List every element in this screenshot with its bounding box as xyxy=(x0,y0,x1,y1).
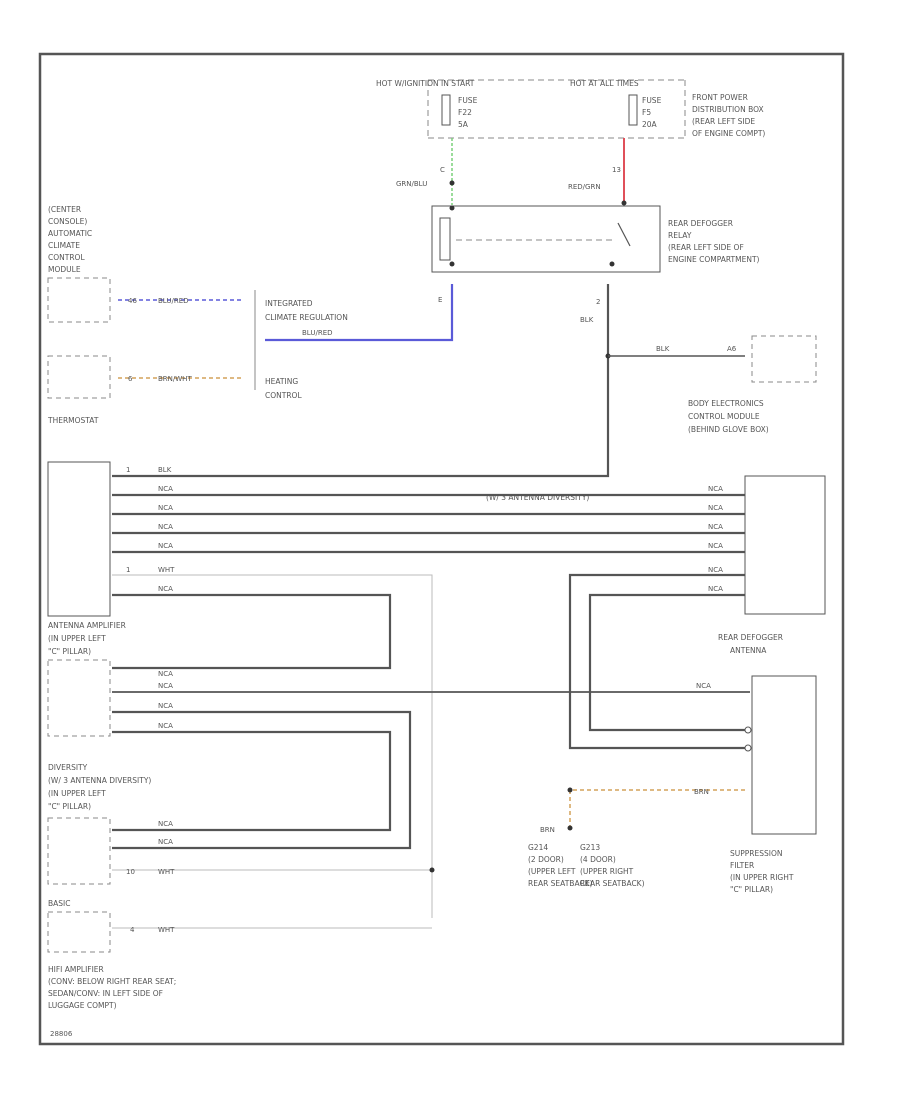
wire-brn-wht-label: BRN/WHT xyxy=(158,375,192,383)
svg-text:NCA: NCA xyxy=(708,566,723,574)
svg-text:NCA: NCA xyxy=(158,485,173,493)
wire-blk-bem-label: BLK xyxy=(656,345,670,353)
antenna-amp-label: ANTENNA AMPLIFIER (IN UPPER LEFT "C" PIL… xyxy=(48,621,128,656)
heating-label: HEATING CONTROL xyxy=(265,377,302,400)
pin-13: 13 xyxy=(612,166,621,174)
wire-wht-label-top: WHT xyxy=(158,566,175,574)
rear-defogger-relay: REAR DEFOGGER RELAY (REAR LEFT SIDE OF E… xyxy=(431,205,760,273)
pin-1-wht: 1 xyxy=(126,566,130,574)
power-distribution: HOT W/IGNITION IN START HOT AT ALL TIMES… xyxy=(376,79,766,139)
thermostat-label: THERMOSTAT xyxy=(47,416,99,425)
power-box-label: FRONT POWER DISTRIBUTION BOX (REAR LEFT … xyxy=(692,93,766,138)
pin-c-left: C xyxy=(440,166,445,174)
basic-box xyxy=(47,911,111,953)
wire-blu-red-relay xyxy=(265,284,454,342)
wire-nca-loop-1 xyxy=(112,593,392,670)
hot-label-left: HOT W/IGNITION IN START xyxy=(376,79,475,88)
wire-nca-loop-3 xyxy=(112,730,392,832)
diversity-label: DIVERSITY (W/ 3 ANTENNA DIVERSITY) (IN U… xyxy=(48,763,154,811)
svg-text:NCA: NCA xyxy=(708,523,723,531)
pin-46: 46 xyxy=(128,297,137,305)
pin-10: 10 xyxy=(126,868,135,876)
diversity-module: DIVERSITY (W/ 3 ANTENNA DIVERSITY) (IN U… xyxy=(47,763,154,885)
pin-6: 6 xyxy=(128,375,133,383)
svg-text:NCA: NCA xyxy=(158,722,173,730)
g213-label: G213 (4 DOOR) (UPPER RIGHT REAR SEATBACK… xyxy=(580,843,645,888)
climate-control-module: (CENTER CONSOLE) AUTOMATIC CLIMATE CONTR… xyxy=(47,205,242,323)
svg-text:NCA: NCA xyxy=(708,504,723,512)
svg-text:NCA: NCA xyxy=(158,682,173,690)
wire-wht-loop xyxy=(112,574,433,918)
footer-code: 28806 xyxy=(50,1030,73,1038)
basic-label: BASIC xyxy=(48,899,71,908)
fuse-f22-label: FUSE F22 5A xyxy=(458,96,480,129)
wire-blk-vertical-label: BLK xyxy=(580,316,594,324)
diagram-frame xyxy=(38,52,845,1046)
svg-text:NCA: NCA xyxy=(708,585,723,593)
hot-label-right: HOT AT ALL TIMES xyxy=(570,79,639,88)
svg-text:NCA: NCA xyxy=(158,542,173,550)
pin-1-top: 1 xyxy=(126,466,130,474)
wire-wht-label-10: WHT xyxy=(158,868,175,876)
relay-label: REAR DEFOGGER RELAY (REAR LEFT SIDE OF E… xyxy=(668,219,760,264)
wire-nca-loop-right-1 xyxy=(568,573,750,750)
g214-label: G214 (2 DOOR) (UPPER LEFT REAR SEATBACK) xyxy=(528,843,593,888)
suppression-label: SUPPRESSION FILTER (IN UPPER RIGHT "C" P… xyxy=(730,849,796,894)
antenna-amplifier: ANTENNA AMPLIFIER (IN UPPER LEFT "C" PIL… xyxy=(47,621,128,737)
svg-text:NCA: NCA xyxy=(158,702,173,710)
wire-brn-v-label: BRN xyxy=(540,826,555,834)
wire-nca-loop-right-2 xyxy=(588,593,750,732)
pin-2: 2 xyxy=(596,298,600,306)
pin-a6: A6 xyxy=(727,345,737,353)
hifi-amp-label: HIFI AMPLIFIER (CONV: BELOW RIGHT REAR S… xyxy=(48,965,179,1010)
thermostat: 6 BRN/WHT THERMOSTAT xyxy=(47,355,242,425)
antenna-amp-box xyxy=(47,461,111,617)
pin-e: E xyxy=(438,296,442,304)
integrated-label: INTEGRATED CLIMATE REGULATION xyxy=(265,299,348,322)
svg-text:NCA: NCA xyxy=(696,682,711,690)
svg-text:NCA: NCA xyxy=(158,820,173,828)
fuse-f5-label: FUSE F5 20A xyxy=(642,96,664,129)
wire-blu-red-top-label: BLU/RED xyxy=(158,297,189,305)
svg-text:NCA: NCA xyxy=(158,838,173,846)
body-electronics-module: BODY ELECTRONICS CONTROL MODULE (BEHIND … xyxy=(688,335,817,434)
wire-nca-loop-2 xyxy=(112,710,412,850)
wire-wht-label-4: WHT xyxy=(158,926,175,934)
nca-bundle: NCA NCA NCA NCA NCA NCA NCA NCA NCA NCA xyxy=(112,485,745,593)
wire-brn-ground xyxy=(569,789,745,828)
suppression-filter: SUPPRESSION FILTER (IN UPPER RIGHT "C" P… xyxy=(730,675,817,894)
bem-label: BODY ELECTRONICS CONTROL MODULE (BEHIND … xyxy=(688,399,769,434)
rear-defogger-antenna-label: REAR DEFOGGER ANTENNA xyxy=(718,633,785,655)
wire-red-grn-label: RED/GRN xyxy=(568,183,601,191)
antenna-diversity-label: (W/ 3 ANTENNA DIVERSITY) xyxy=(486,493,589,502)
svg-text:NCA: NCA xyxy=(158,585,173,593)
climate-module-label: (CENTER CONSOLE) AUTOMATIC CLIMATE CONTR… xyxy=(48,205,95,274)
svg-text:NCA: NCA xyxy=(708,485,723,493)
pin-4: 4 xyxy=(130,926,135,934)
svg-text:NCA: NCA xyxy=(158,504,173,512)
svg-text:NCA: NCA xyxy=(708,542,723,550)
wire-grn-blu-label: GRN/BLU xyxy=(396,180,427,188)
wire-brn-h-label: BRN xyxy=(694,788,709,796)
wire-blk-antenna xyxy=(112,472,610,478)
svg-text:NCA: NCA xyxy=(158,670,173,678)
wire-blk-label: BLK xyxy=(158,466,172,474)
wire-blu-red-mid-label: BLU/RED xyxy=(302,329,333,337)
svg-text:NCA: NCA xyxy=(158,523,173,531)
rear-defogger-antenna-box xyxy=(744,475,826,615)
